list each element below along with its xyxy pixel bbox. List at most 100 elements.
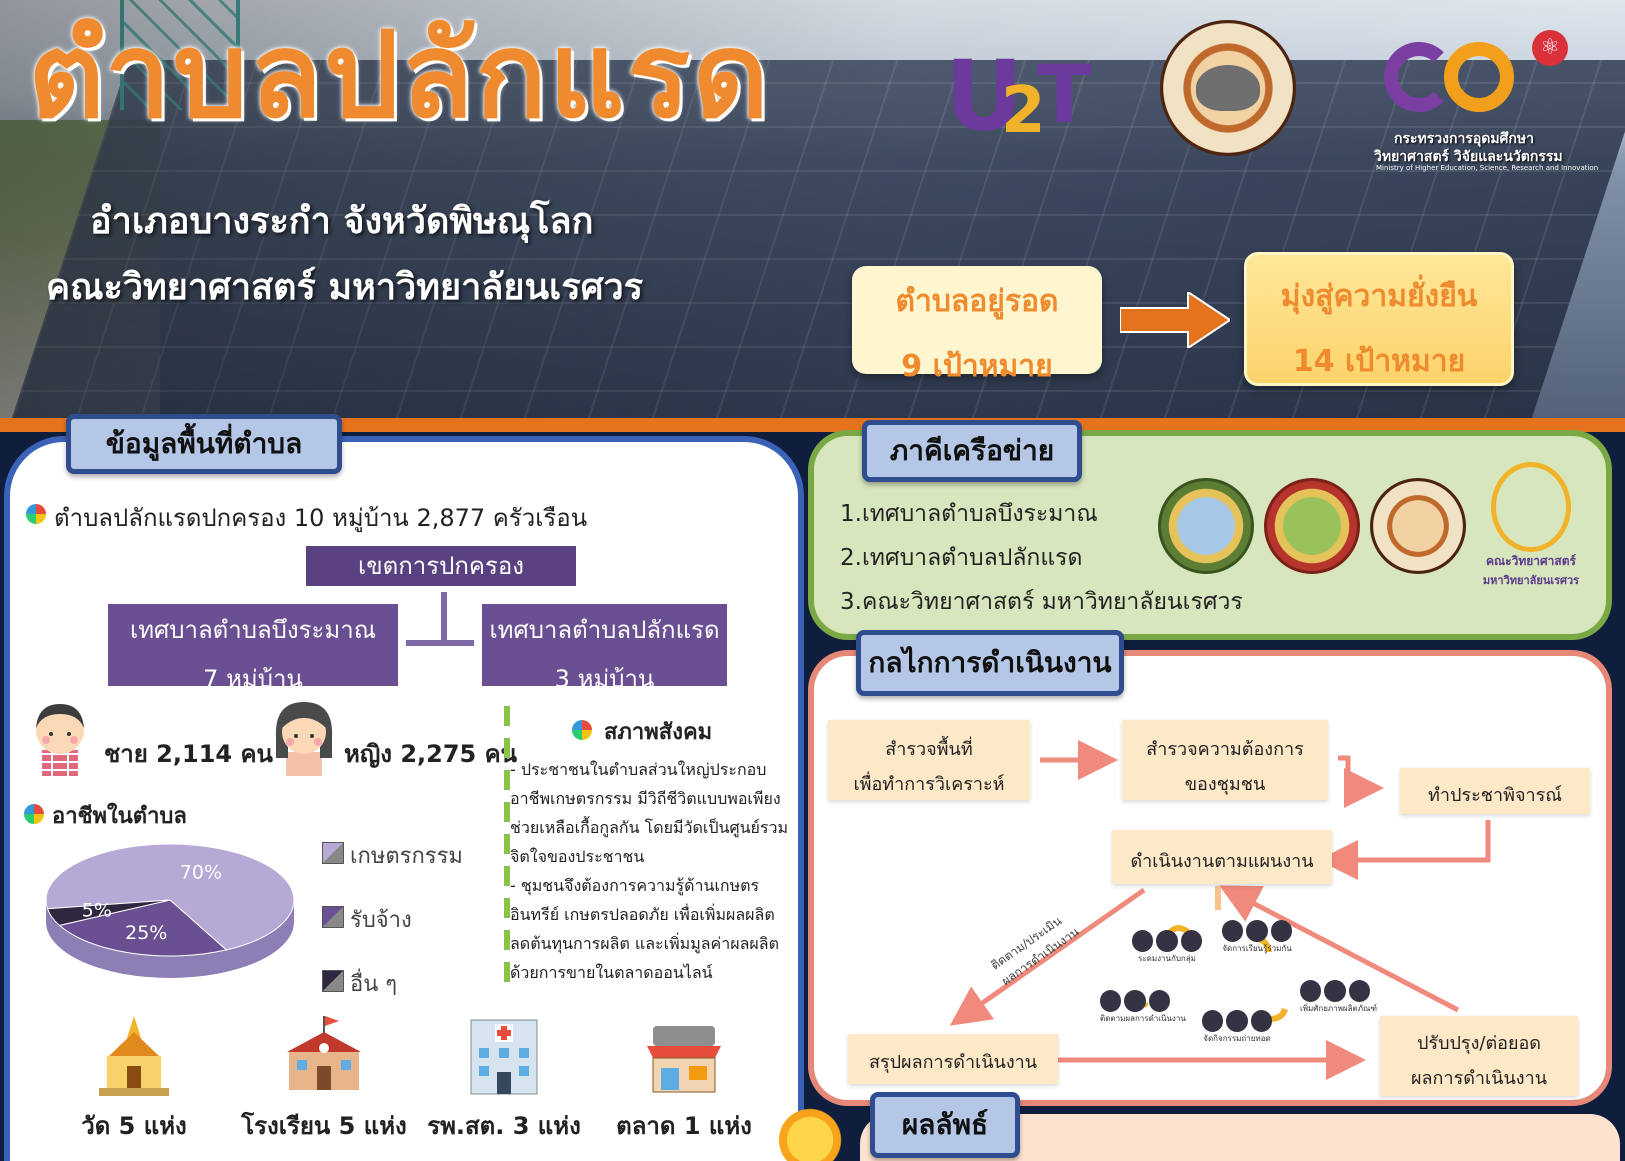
mhesi-logo-icon: ⚛ กระทรวงการอุดมศึกษา วิทยาศาสตร์ วิจัยแ… (1374, 30, 1598, 172)
activity-label: จัดกิจกรรมถ่ายทอด (1203, 1034, 1271, 1043)
step-line: ผลการดำเนินงาน (1410, 1068, 1547, 1089)
step-line: สำรวจความต้องการ (1146, 739, 1304, 760)
step-survey-area: สำรวจพื้นที่ เพื่อทำการวิเคราะห์ (828, 720, 1030, 800)
partner-item: 3.คณะวิทยาศาสตร์ มหาวิทยาลัยนเรศวร (840, 589, 1243, 615)
legend-label: เกษตรกรรม (350, 844, 463, 869)
bullet-swirl-icon (26, 504, 46, 524)
admin-zone-header: เขตการปกครอง (306, 546, 576, 586)
municipality-name: เทศบาลตำบลบึงระมาณ (130, 616, 376, 644)
male-population: ชาย 2,114 คน (104, 740, 273, 768)
facility-label: วัด 5 แห่ง (81, 1112, 187, 1140)
pie-slice (45, 843, 295, 951)
pie-slice-label: 25% (125, 922, 167, 944)
pie-slice (58, 899, 228, 957)
green-dashed-divider (504, 706, 510, 986)
naresuan-seal-icon (1370, 478, 1466, 574)
science-faculty-logo-icon: คณะวิทยาศาสตร์ มหาวิทยาลัยนเรศวร (1476, 462, 1586, 592)
area-summary-text: ตำบลปลักแรดปกครอง 10 หมู่บ้าน 2,877 ครัว… (54, 504, 588, 532)
step-implement-plan: ดำเนินงานตามแผนงาน (1112, 830, 1332, 884)
people-icon (1132, 930, 1202, 952)
science-mark-icon (1491, 462, 1571, 552)
people-icon (1202, 1010, 1272, 1032)
step-line: ปรับปรุง/ต่อยอด (1416, 1033, 1541, 1054)
social-line: อินทรีย์ เกษตรปลอดภัย เพื่อเพิ่มผลผลิต (510, 905, 775, 924)
tower-structure (120, 0, 240, 110)
plak-raet-seal-icon (1264, 478, 1360, 574)
social-line: - ชุมชนจึงต้องการความรู้ด้านเกษตร (510, 876, 760, 895)
mechanism-tab: กลไกการดำเนินงาน (856, 630, 1124, 696)
u2t-logo-t: T (1037, 48, 1092, 141)
step-improve-results: ปรับปรุง/ต่อยอด ผลการดำเนินงาน (1380, 1016, 1578, 1096)
activity-illustration: ระดมงานกับกลุ่ม (1132, 930, 1202, 965)
legend-label: อื่น ๆ (350, 972, 398, 997)
goal-sustain-title: มุ่งสู่ความยั่งยืน (1280, 279, 1478, 314)
bueng-raman-seal-icon (1158, 478, 1254, 574)
municipality-box-bueng-raman: เทศบาลตำบลบึงระมาณ 7 หมู่บ้าน (108, 604, 398, 693)
science-logo-line1: คณะวิทยาศาสตร์ (1486, 554, 1576, 568)
district-text: อำเภอบางระกำ จังหวัดพิษณุโลก (90, 201, 594, 242)
legend-swatch (322, 842, 344, 864)
hospital-icon (459, 1016, 549, 1096)
school-icon (279, 1016, 369, 1096)
activity-label: จัดการเรียนรู้ร่วมกัน (1222, 944, 1292, 953)
people-icon (1222, 920, 1292, 942)
activity-label: ระดมงานกับกลุ่ม (1138, 954, 1196, 963)
legend-label: รับจ้าง (350, 908, 412, 933)
mechanism-flow-arrows (949, 740, 1491, 1080)
activity-label: เพิ่มศักยภาพผลิตภัณฑ์ (1300, 1004, 1378, 1013)
municipality-box-plak-raet: เทศบาลตำบลปลักแรด 3 หมู่บ้าน (482, 604, 727, 693)
legend-swatch (322, 970, 344, 992)
area-info-tab: ข้อมูลพื้นที่ตำบล (66, 414, 342, 474)
faculty-text: คณะวิทยาศาสตร์ มหาวิทยาลัยนเรศวร (46, 267, 644, 308)
goal-survive-box: ตำบลอยู่รอด 9 เป้าหมาย (852, 266, 1102, 384)
mhesi-name-line3: Ministry of Higher Education, Science, R… (1376, 164, 1599, 172)
social-condition-title: สภาพสังคม (604, 720, 713, 745)
mhesi-name-line1: กระทรวงการอุดมศึกษา (1394, 131, 1534, 147)
mhesi-name-line2: วิทยาศาสตร์ วิจัยและนวัตกรรม (1374, 149, 1563, 165)
female-avatar-icon (275, 702, 333, 776)
people-icon (1100, 990, 1170, 1012)
facility-label: รพ.สต. 3 แห่ง (427, 1112, 581, 1140)
activity-illustration: จัดการเรียนรู้ร่วมกัน (1222, 920, 1292, 955)
step-line: สำรวจพื้นที่ (885, 739, 973, 760)
activity-illustration: ติดตามผลการดำเนินงาน (1100, 990, 1186, 1025)
header-divider (0, 418, 1625, 432)
u2t-logo-u: U (945, 40, 1023, 152)
market-icon (639, 1016, 729, 1096)
u2t-logo-icon: U 2 T (945, 30, 1105, 152)
facility-label: ตลาด 1 แห่ง (616, 1112, 752, 1140)
occupation-pie-chart: 70% 25% 5% (45, 843, 295, 978)
results-tab: ผลลัพธ์ (870, 1092, 1020, 1158)
temple-icon (89, 1016, 179, 1096)
bullet-swirl-icon (24, 804, 44, 824)
municipality-villages: 7 หมู่บ้าน (203, 665, 303, 693)
male-avatar-icon (36, 704, 84, 776)
naresuan-seal-icon (1160, 20, 1296, 156)
social-line: ด้วยการขายในตลาดออนไลน์ (510, 963, 713, 982)
sun-icon (774, 1104, 846, 1161)
step-public-hearing: ทำประชาพิจารณ์ (1400, 768, 1590, 814)
legend-swatch (322, 906, 344, 928)
activity-label: ติดตามผลการดำเนินงาน (1100, 1014, 1186, 1023)
partner-item: 2.เทศบาลตำบลปลักแรด (840, 545, 1083, 571)
pie-slice-label: 70% (180, 862, 222, 884)
people-icon (1300, 980, 1370, 1002)
step-line: ของชุมชน (1184, 774, 1266, 795)
org-connector-vertical (441, 592, 447, 644)
u2t-logo-2: 2 (1001, 74, 1046, 148)
social-line: จิตใจของประชาชน (510, 847, 645, 866)
page-title: ตำบลปลักแรด (28, 6, 771, 144)
elephant-icon (1196, 65, 1260, 111)
pie-slice-label: 5% (82, 900, 112, 922)
atom-icon: ⚛ (1532, 30, 1568, 66)
activity-illustration: เพิ่มศักยภาพผลิตภัณฑ์ (1300, 980, 1378, 1015)
female-population: หญิง 2,275 คน (344, 740, 518, 768)
partner-item: 1.เทศบาลตำบลบึงระมาณ (840, 501, 1098, 527)
goal-sustain-box: มุ่งสู่ความยั่งยืน 14 เป้าหมาย (1244, 252, 1514, 386)
org-connector-horizontal (406, 640, 474, 646)
municipality-villages: 3 หมู่บ้าน (554, 665, 655, 693)
municipality-name: เทศบาลตำบลปลักแรด (489, 616, 720, 644)
step-summarize-results: สรุปผลการดำเนินงาน (848, 1034, 1058, 1084)
pie-slice (46, 899, 171, 926)
goal-sustain-target: 14 เป้าหมาย (1292, 344, 1466, 379)
